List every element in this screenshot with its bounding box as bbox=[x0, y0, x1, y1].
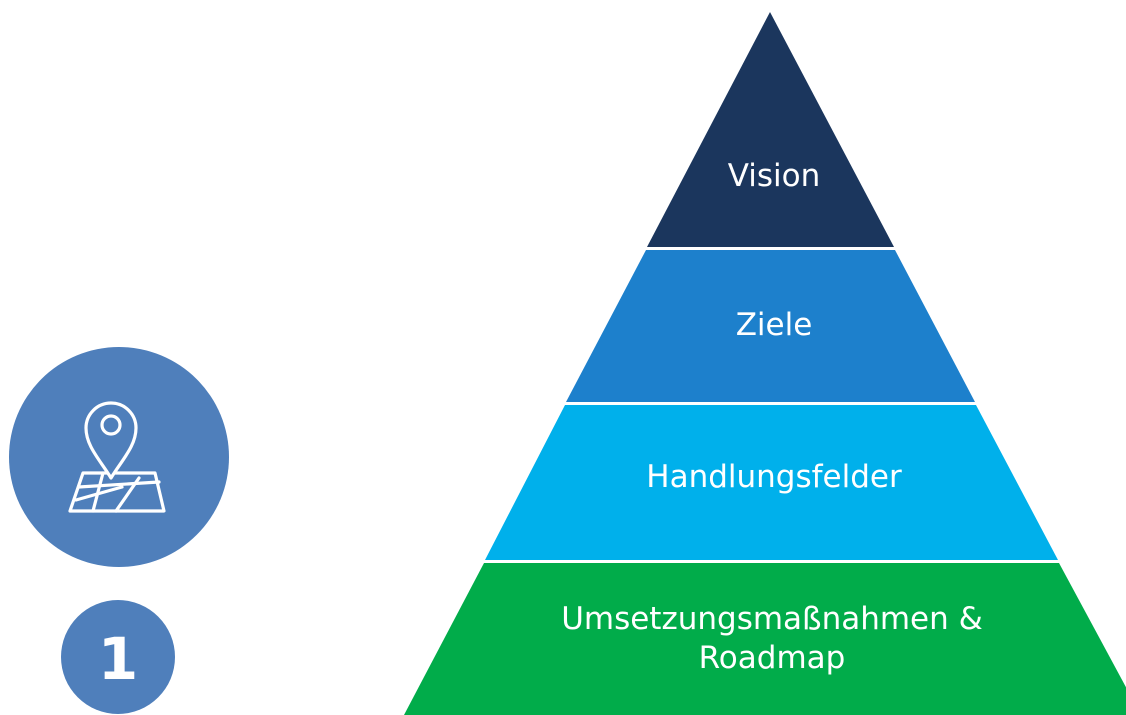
umsetzung-label-line2: Roadmap bbox=[699, 640, 846, 676]
pyramid-layer-ziele bbox=[566, 250, 975, 402]
pyramid-layer-handlungsfelder bbox=[485, 405, 1058, 560]
map-pin-icon bbox=[68, 401, 166, 513]
pyramid-layer-umsetzung bbox=[404, 563, 1126, 715]
handlungsfelder-label: Handlungsfelder bbox=[646, 459, 902, 495]
pyramid: Vision Ziele Handlungsfelder Umsetzungsm… bbox=[404, 12, 1126, 715]
step-badge-circle bbox=[61, 600, 175, 714]
map-badge bbox=[9, 347, 229, 567]
ziele-label: Ziele bbox=[736, 307, 813, 343]
umsetzung-label-line1: Umsetzungsmaßnahmen & bbox=[561, 601, 983, 637]
pyramid-layer-vision bbox=[647, 12, 894, 247]
vision-label: Vision bbox=[728, 158, 821, 194]
step-number: 1 bbox=[98, 625, 138, 693]
step-badge: 1 bbox=[61, 600, 175, 714]
